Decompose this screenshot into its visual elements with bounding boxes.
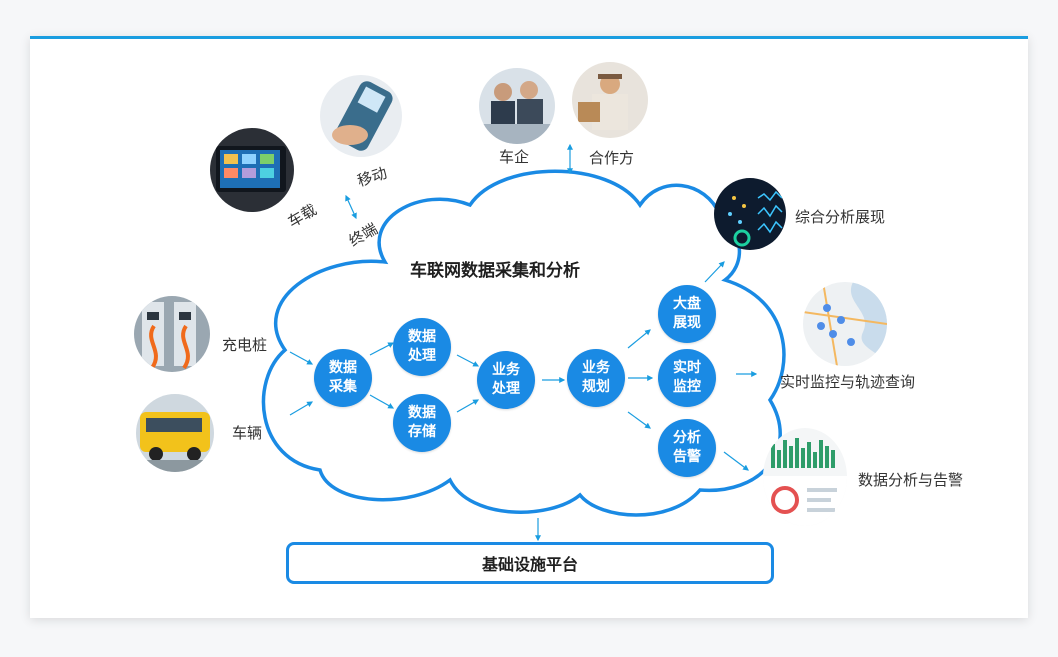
node-data-store: 数据存储 [393, 394, 451, 452]
arrow-terminals [346, 196, 356, 218]
vehicle-image [136, 394, 214, 472]
platform-label: 基础设施平台 [482, 551, 578, 575]
label-enterprise: 车企 [499, 146, 529, 167]
label-partner: 合作方 [589, 147, 634, 168]
diagram-title: 车联网数据采集和分析 [410, 256, 580, 281]
enterprise-image [479, 68, 555, 144]
overview-dashboard-image [714, 178, 786, 250]
analysis-chart-image [763, 428, 847, 526]
label-track: 实时监控与轨迹查询 [780, 371, 915, 392]
partner-image [572, 62, 648, 138]
label-charger: 充电桩 [222, 334, 267, 355]
label-analysis: 数据分析与告警 [858, 469, 963, 490]
label-overview: 综合分析展现 [795, 206, 885, 227]
tracking-map-image [803, 282, 887, 366]
node-biz-plan: 业务规划 [567, 349, 625, 407]
node-data-collect: 数据采集 [314, 349, 372, 407]
node-dashboard: 大盘展现 [658, 285, 716, 343]
node-realtime: 实时监控 [658, 349, 716, 407]
platform-box: 基础设施平台 [286, 542, 774, 584]
node-biz-process: 业务处理 [477, 351, 535, 409]
label-vehicle: 车辆 [232, 422, 262, 443]
mobile-terminal-image [320, 75, 402, 157]
charger-image [134, 296, 210, 372]
onboard-terminal-image [210, 128, 294, 212]
node-alert: 分析告警 [658, 419, 716, 477]
node-data-process: 数据处理 [393, 318, 451, 376]
